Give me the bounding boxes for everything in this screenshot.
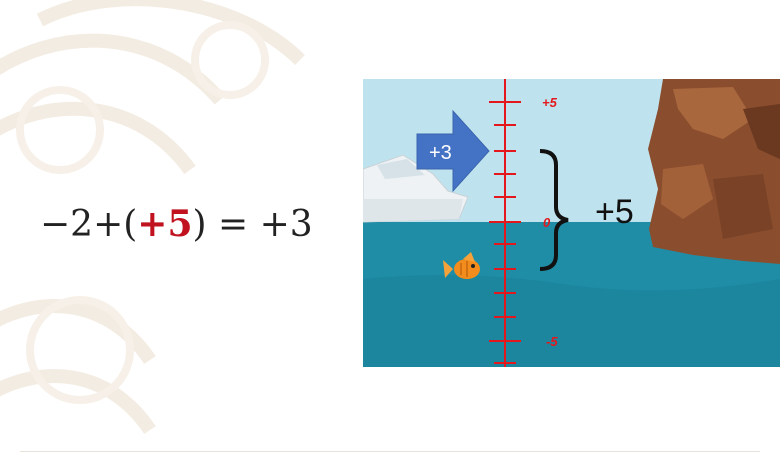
equation-highlight: +5: [137, 203, 193, 245]
equation-suffix: ) = +3: [192, 204, 313, 245]
number-line-scene: +3 +5 0 -5 +5: [363, 79, 780, 367]
brace-icon: [539, 149, 569, 271]
boat-icon: [363, 154, 469, 223]
tick-label-zero: 0: [543, 215, 551, 230]
arrow-icon: [416, 109, 490, 193]
scene-illustration: [363, 79, 780, 367]
tick-label-top: +5: [542, 95, 557, 110]
fish-icon: [443, 252, 480, 279]
brace-label: +5: [595, 193, 634, 231]
footer-divider: [20, 451, 760, 452]
cliff-rock: [648, 79, 780, 264]
tick-label-bottom: -5: [546, 334, 558, 349]
arrow-label: +3: [429, 142, 452, 164]
vertical-number-line: [489, 79, 521, 367]
equation: −2+(+5) = +3: [40, 203, 313, 245]
equation-prefix: −2+(: [40, 204, 138, 245]
